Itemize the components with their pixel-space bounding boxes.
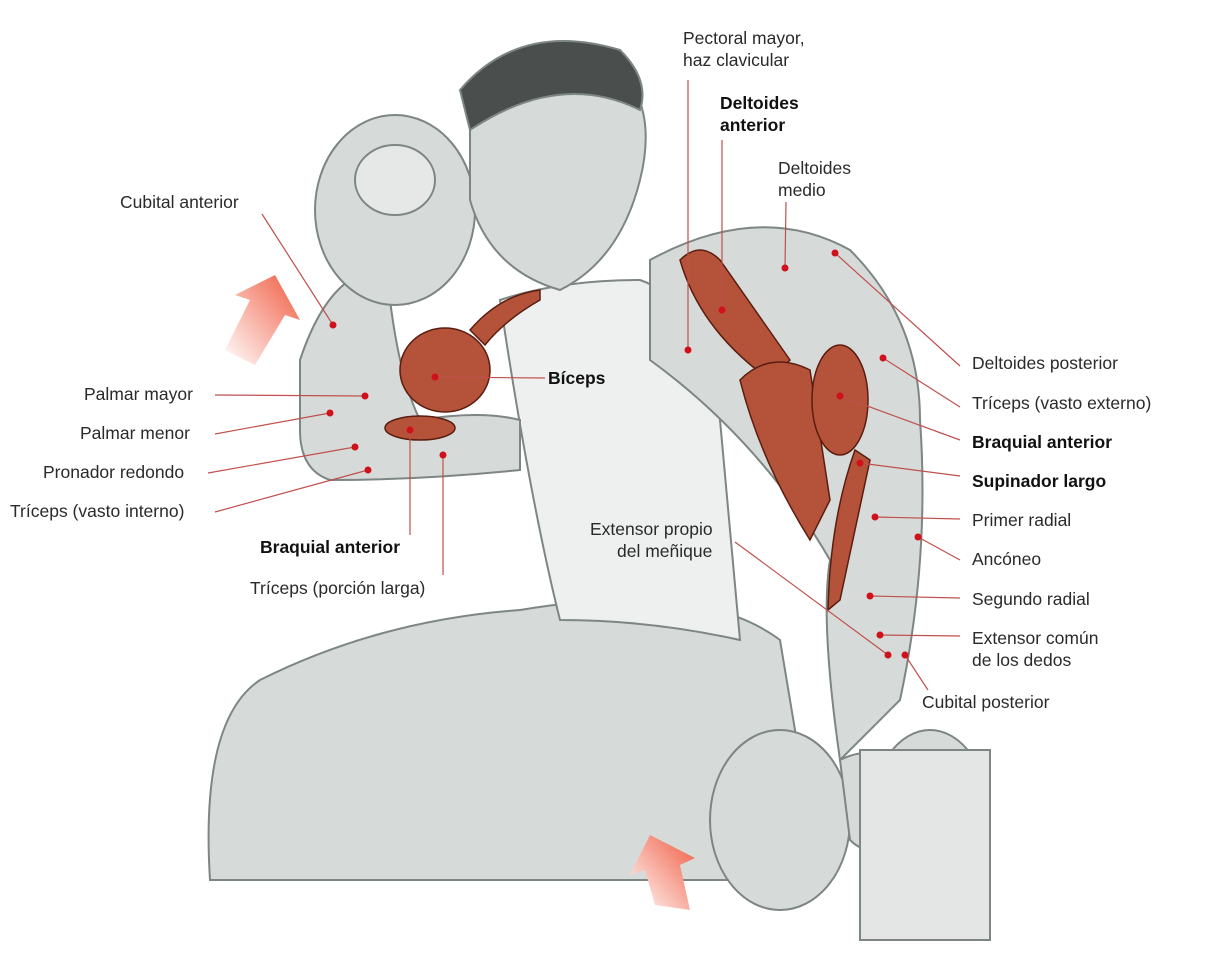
label-extensor-comun: Extensor común de los dedos <box>972 627 1098 671</box>
label-line: Deltoides <box>720 93 799 113</box>
label-dots <box>326 249 922 659</box>
motion-arrows <box>225 275 695 910</box>
label-triceps-vasto-interno: Tríceps (vasto interno) <box>10 501 185 521</box>
label-line: Pectoral mayor, <box>683 28 805 48</box>
label-line: haz clavicular <box>683 50 790 70</box>
label-pronador-redondo: Pronador redondo <box>43 462 185 482</box>
label-palmar-menor: Palmar menor <box>80 423 190 443</box>
highlighted-muscles <box>384 249 871 612</box>
label-deltoides-medio: Deltoides medio <box>778 157 851 201</box>
label-primer-radial: Primer radial <box>972 510 1072 530</box>
label-cubital-posterior: Cubital posterior <box>922 692 1050 712</box>
label-biceps: Bíceps <box>548 368 606 388</box>
label-triceps-porcion-larga: Tríceps (porción larga) <box>250 578 426 598</box>
label-line: Extensor común <box>972 628 1099 648</box>
label-palmar-mayor: Palmar mayor <box>84 384 193 404</box>
leader-lines <box>207 80 961 691</box>
label-cubital-anterior: Cubital anterior <box>120 192 239 212</box>
label-line: Deltoides <box>778 158 851 178</box>
arrow-up-left <box>225 275 300 365</box>
label-anconeo: Ancóneo <box>972 549 1042 569</box>
body-sketch <box>207 40 991 941</box>
label-triceps-vasto-externo: Tríceps (vasto externo) <box>972 393 1152 413</box>
label-pectoral-mayor: Pectoral mayor, haz clavicular <box>683 27 805 71</box>
label-segundo-radial: Segundo radial <box>972 589 1090 609</box>
label-supinador-largo: Supinador largo <box>972 471 1107 491</box>
label-extensor-propio: Extensor propio del meñique <box>590 518 713 562</box>
label-line: anterior <box>720 115 786 135</box>
label-braquial-anterior-left: Braquial anterior <box>260 537 401 557</box>
label-braquial-anterior-right: Braquial anterior <box>972 432 1113 452</box>
label-deltoides-posterior: Deltoides posterior <box>972 353 1118 373</box>
label-deltoides-anterior: Deltoides anterior <box>720 92 799 136</box>
label-line: medio <box>778 180 826 200</box>
arrow-up-bottom <box>630 835 695 910</box>
label-line: Extensor propio <box>590 519 713 539</box>
label-line: de los dedos <box>972 650 1072 670</box>
label-line: del meñique <box>617 541 713 561</box>
